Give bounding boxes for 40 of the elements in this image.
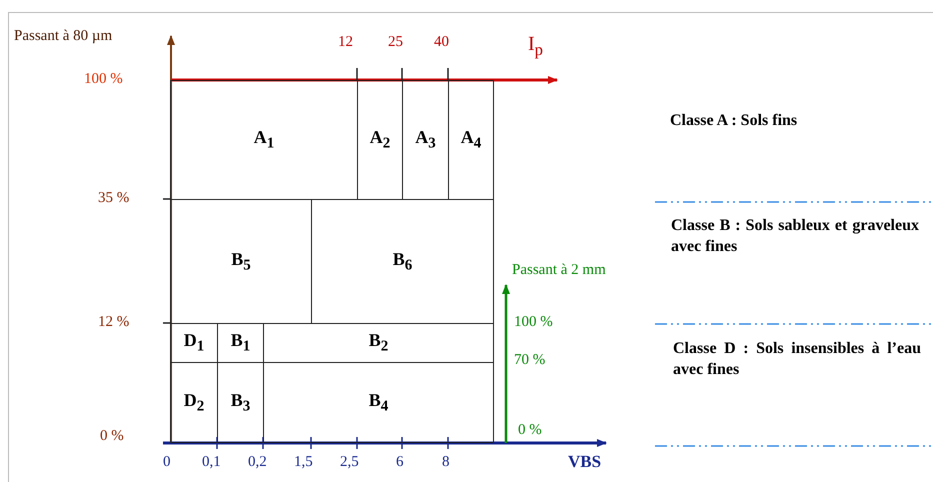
region-label: B$_{3}$ bbox=[230, 390, 250, 416]
axis-title: I$_{p}$ bbox=[528, 33, 543, 60]
region-label: B$_{1}$ bbox=[230, 330, 250, 356]
tick-label: 0,1 bbox=[202, 454, 221, 471]
region-label: B$_{5}$ bbox=[231, 248, 251, 274]
region-label: D$_{1}$ bbox=[184, 330, 204, 356]
axis-title: Passant à 80 µm bbox=[14, 28, 112, 45]
tick-label: 2,5 bbox=[340, 454, 359, 471]
region-label: A$_{1}$ bbox=[254, 127, 274, 153]
tick-label: 12 % bbox=[98, 314, 130, 331]
region-label: B$_{2}$ bbox=[368, 330, 388, 356]
axis-title: VBS bbox=[568, 452, 602, 472]
tick-label: 25 bbox=[388, 34, 403, 51]
region-label: A$_{4}$ bbox=[460, 127, 482, 153]
tick-label: 100 % bbox=[514, 314, 553, 331]
tick-label: 0,2 bbox=[248, 454, 267, 471]
class-region bbox=[263, 362, 494, 443]
region-label: A$_{3}$ bbox=[415, 127, 436, 153]
tick-label: 100 % bbox=[84, 71, 123, 88]
class-description: Classe B : Sols sableux et graveleux avec fines bbox=[671, 216, 919, 257]
tick-label: 6 bbox=[396, 454, 404, 471]
tick-label: 0 % bbox=[100, 428, 124, 445]
class-region bbox=[170, 362, 218, 443]
class-description: Classe D : Sols insensibles à l’eau avec fines bbox=[673, 339, 921, 380]
tick-label: 8 bbox=[442, 454, 450, 471]
tick-label: 0 bbox=[163, 454, 170, 471]
tick-label: 35 % bbox=[98, 190, 130, 207]
tick-label: 1,5 bbox=[294, 454, 313, 471]
region-label: B$_{6}$ bbox=[392, 248, 412, 274]
tick-label: 0 % bbox=[518, 422, 542, 439]
region-label: A$_{2}$ bbox=[370, 127, 390, 153]
class-region bbox=[170, 80, 358, 200]
tick-label: 12 bbox=[338, 34, 353, 51]
class-region bbox=[448, 80, 494, 200]
tick-label: 40 bbox=[434, 34, 449, 51]
axis-title: Passant à 2 mm bbox=[512, 262, 606, 279]
class-description: Classe A : Sols fins bbox=[670, 111, 798, 131]
region-label: B$_{4}$ bbox=[368, 390, 388, 416]
region-label: D$_{2}$ bbox=[184, 390, 204, 416]
tick-label: 70 % bbox=[514, 352, 546, 369]
